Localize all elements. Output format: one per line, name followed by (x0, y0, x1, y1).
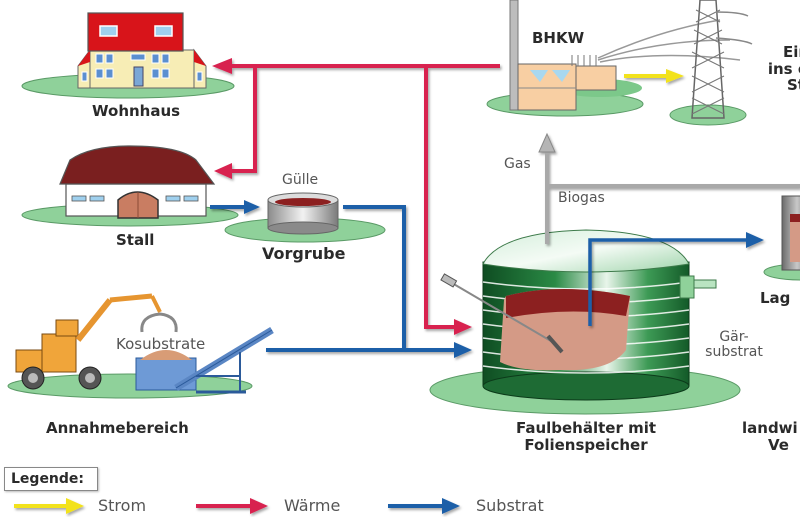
label-gaersubstrat: Gär- substrat (704, 329, 764, 361)
wohnhaus-illustration (21, 12, 235, 99)
agitator (451, 282, 557, 345)
door (133, 66, 144, 87)
ground (669, 104, 747, 126)
legend-arrows (14, 498, 460, 514)
gas-arrow-bhkw (538, 132, 556, 153)
label-bhkw: BHKW (532, 29, 585, 47)
waerme-arrow-stall (214, 163, 232, 179)
chimney (509, 0, 519, 111)
legend-title: Legende: (11, 471, 85, 487)
faulbehaelter-illustration (429, 229, 741, 415)
label-lager: Lag (760, 289, 791, 307)
label-einspeisung-line2: ins ö (767, 59, 800, 78)
substrat-arrow-faulbehaelter (454, 342, 472, 358)
gas-dome (482, 229, 690, 273)
label-einspeisung: Ein ins ö St (766, 44, 800, 94)
substrat-arrow-vorgrube (244, 200, 260, 214)
label-landwirtschaft-line2: Ve (768, 435, 789, 454)
legend-label-strom: Strom (98, 496, 147, 515)
label-kosubstrate: Kosubstrate (116, 335, 206, 353)
label-guelle: Gülle (282, 172, 319, 188)
substrat-flows (210, 200, 764, 358)
stall-illustration (21, 145, 239, 227)
power-pylon-illustration (669, 0, 753, 126)
legend-label-waerme: Wärme (284, 496, 341, 515)
legend-strom-arrow-icon (66, 498, 84, 514)
slurry (275, 198, 331, 206)
waerme-arrow-wohnhaus (212, 58, 232, 74)
label-biogas: Biogas (558, 190, 605, 206)
bhkw-illustration (486, 0, 741, 117)
annahmebereich-illustration (7, 293, 274, 399)
waerme-flows (212, 58, 500, 335)
label-stall: Stall (116, 231, 155, 249)
label-einspeisung-line3: St (787, 76, 800, 94)
vorgrube-illustration (224, 192, 386, 243)
legend-waerme-arrow-icon (250, 498, 268, 514)
barn-roof (59, 145, 216, 185)
waerme-arrow-faulbehaelter (454, 319, 472, 335)
label-faulbehaelter-line2: Folienspeicher (524, 435, 648, 454)
label-vorgrube: Vorgrube (262, 244, 346, 263)
lager-illustration (763, 195, 800, 281)
scum-layer (506, 289, 630, 318)
label-faulbehaelter-line1: Faulbehälter mit (515, 419, 657, 437)
legend-box: Legende: (4, 467, 98, 491)
strom-flows (624, 69, 684, 83)
label-einspeisung-line1: Ein (782, 43, 800, 61)
label-landwirtschaft: landwi Ve (742, 420, 798, 453)
label-annahmebereich: Annahmebereich (46, 419, 189, 437)
legend-substrat-arrow-icon (442, 498, 460, 514)
label-gaersubstrat-line2: substrat (705, 344, 763, 361)
legend-label-substrat: Substrat (476, 496, 544, 515)
label-gas: Gas (504, 156, 531, 172)
ground (7, 373, 253, 399)
label-landwirtschaft-line1: landwi (742, 419, 798, 437)
substrat-arrow-lager (746, 232, 764, 248)
label-gaersubstrat-line1: Gär- (719, 329, 749, 345)
strom-arrow-netz (666, 69, 684, 83)
label-faulbehaelter: Faulbehälter mit Folienspeicher (508, 420, 664, 453)
gas-flows (538, 132, 800, 244)
label-wohnhaus: Wohnhaus (92, 102, 181, 120)
grab (140, 312, 178, 333)
